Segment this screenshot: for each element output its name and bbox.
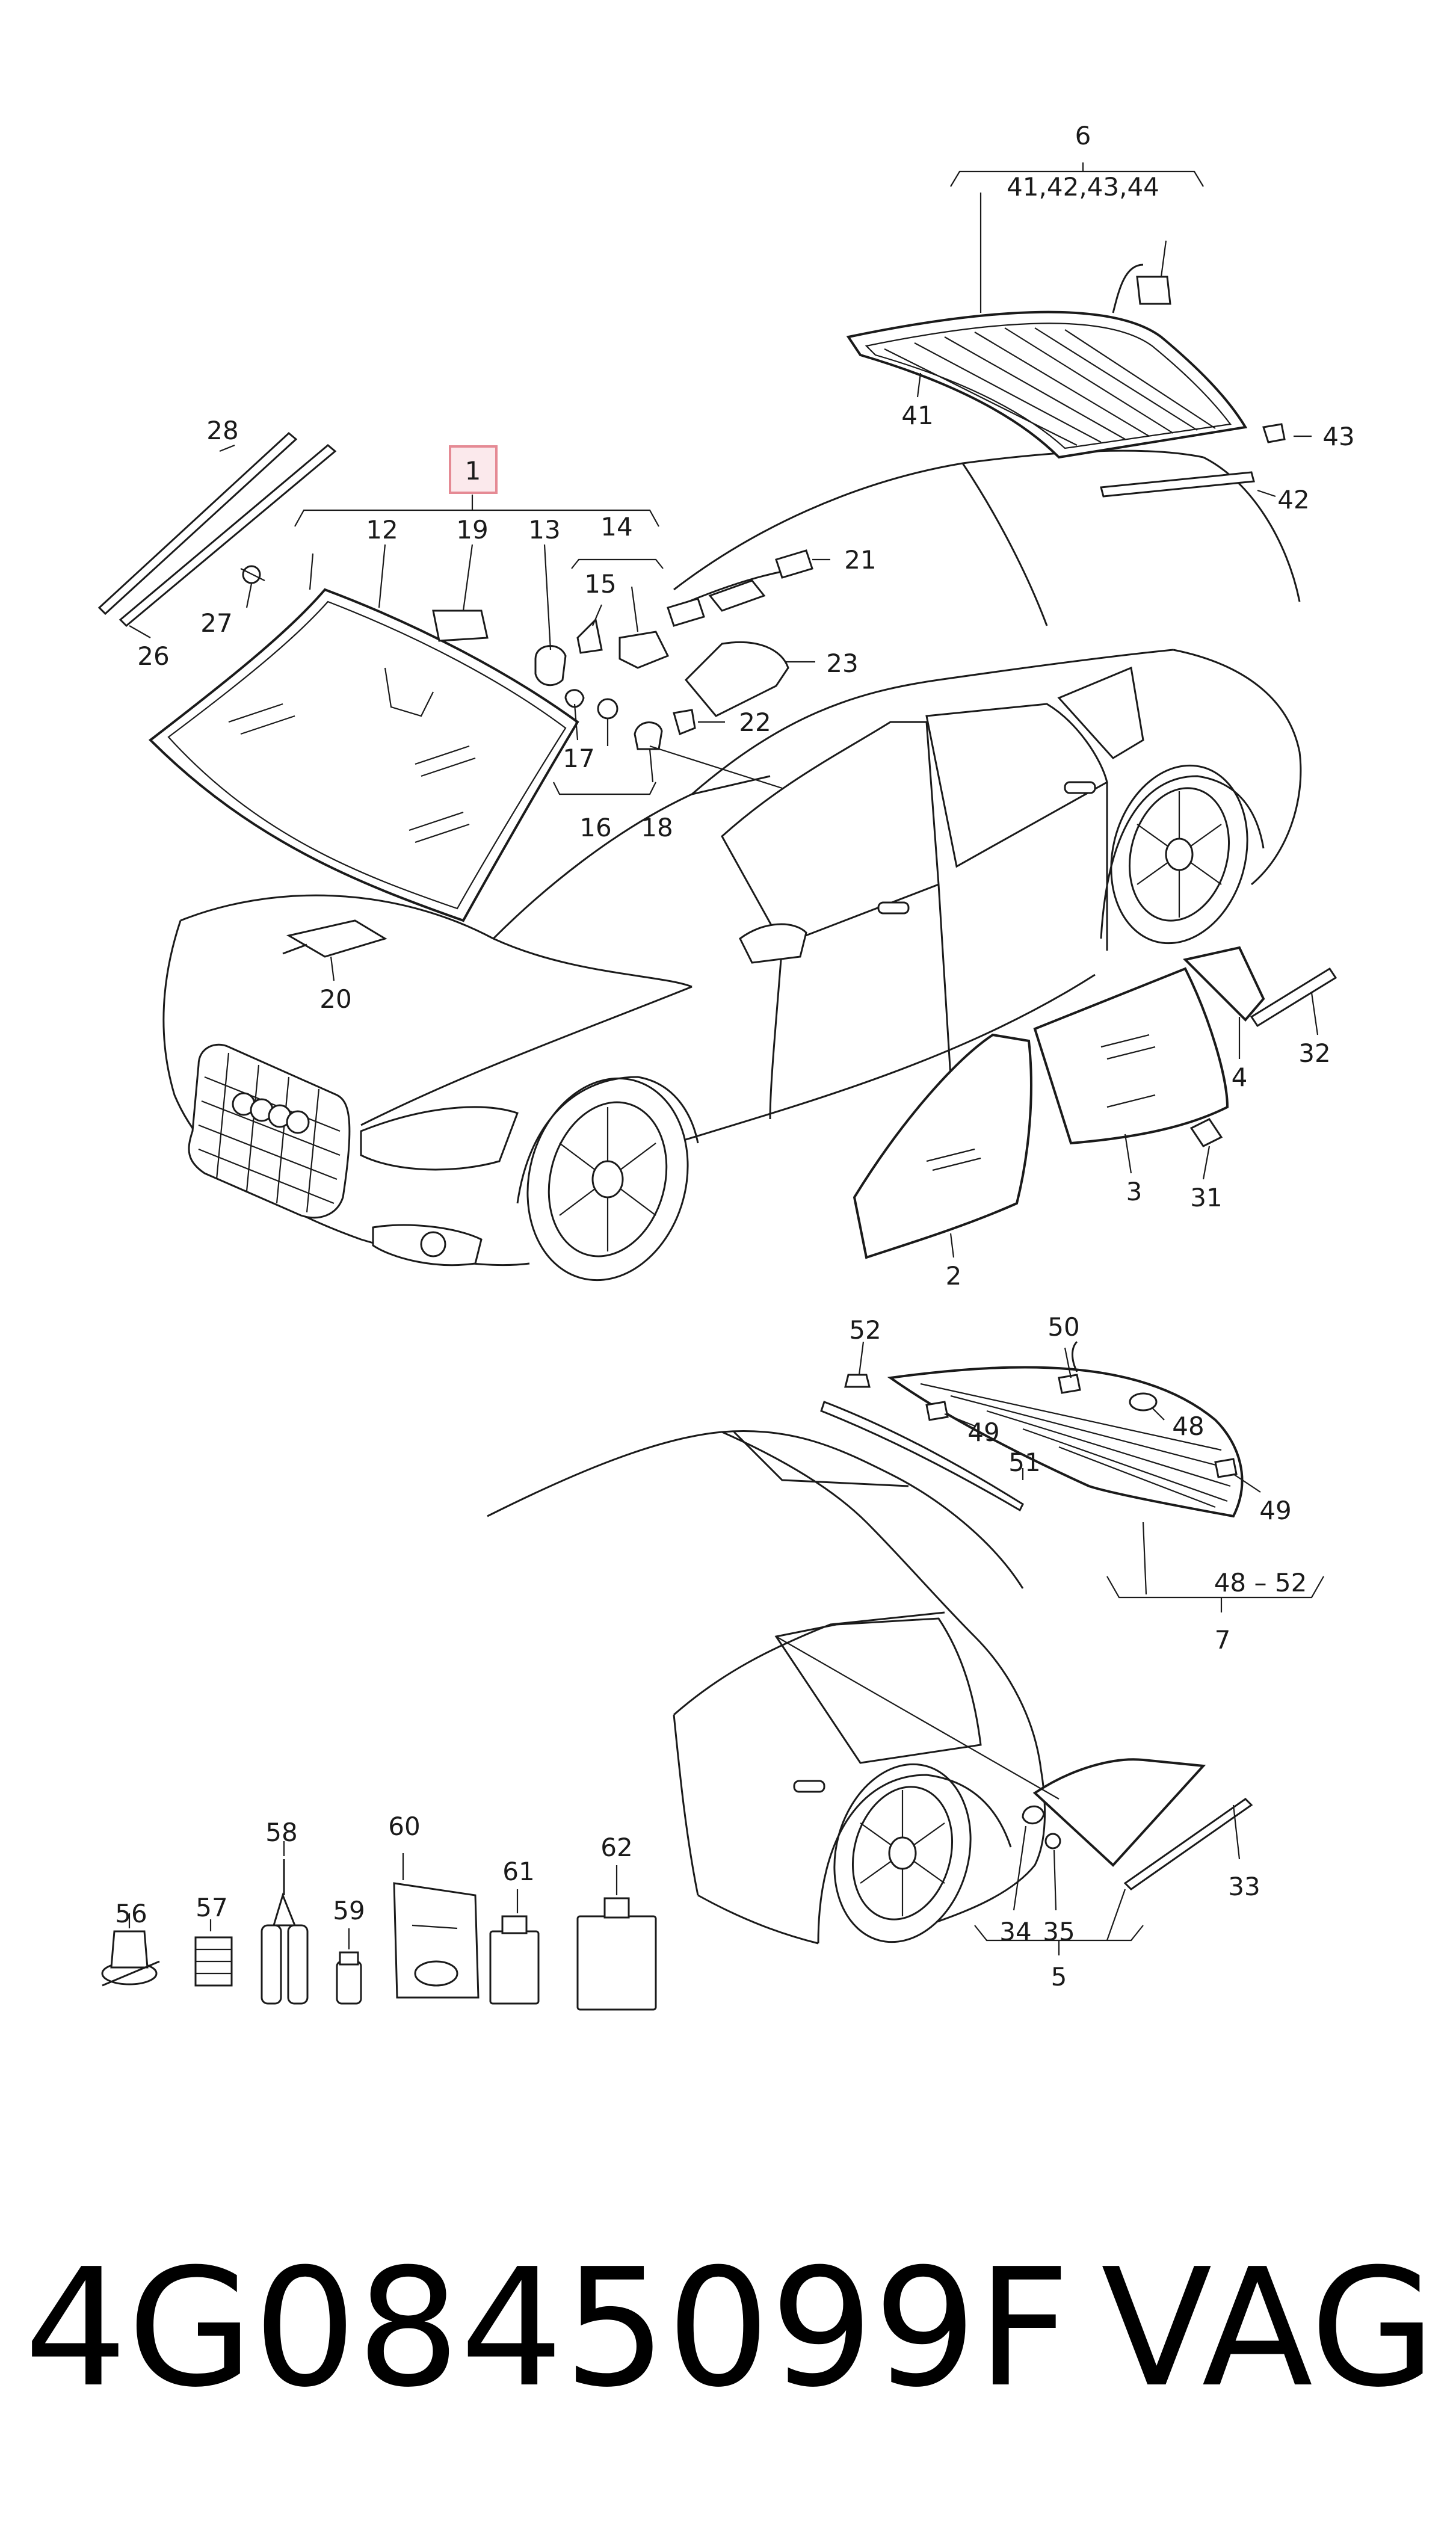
callout-41: 41 xyxy=(901,401,933,430)
callout-34: 34 xyxy=(999,1917,1031,1946)
callout-48: 48 xyxy=(1172,1412,1204,1441)
callout-59: 59 xyxy=(333,1896,365,1925)
windshield-part xyxy=(148,588,579,922)
callout-60: 60 xyxy=(388,1812,420,1841)
rear-window-top xyxy=(846,264,1286,498)
callout-16: 16 xyxy=(579,813,611,842)
callout-41-44: 41,42,43,44 xyxy=(1007,172,1159,202)
callout-6: 6 xyxy=(1075,121,1091,150)
callout-48-52: 48 – 52 xyxy=(1214,1568,1307,1597)
callout-51: 51 xyxy=(1008,1448,1040,1477)
callout-26: 26 xyxy=(137,641,169,671)
callout-17: 17 xyxy=(563,744,594,773)
brand-name: VAG xyxy=(1101,2233,1436,2423)
callout-62: 62 xyxy=(600,1833,632,1862)
callout-21: 21 xyxy=(844,545,876,575)
callout-18: 18 xyxy=(641,813,673,842)
callout-15: 15 xyxy=(584,569,616,599)
callout-52: 52 xyxy=(849,1315,881,1345)
callout-33: 33 xyxy=(1228,1872,1260,1901)
callout-13: 13 xyxy=(528,515,560,545)
rear-window xyxy=(820,1341,1244,1518)
rear-quarter-glass xyxy=(1022,1758,1253,1890)
supplies xyxy=(101,1859,657,2011)
pillar-moldings xyxy=(97,432,337,628)
callout-35: 35 xyxy=(1043,1917,1075,1946)
rear-car-body xyxy=(487,1430,1046,1945)
small-parts xyxy=(282,549,813,958)
callout-22: 22 xyxy=(739,708,771,737)
callout-19: 19 xyxy=(456,515,488,545)
callout-2: 2 xyxy=(946,1261,962,1291)
callout-57: 57 xyxy=(196,1893,227,1922)
callout-20: 20 xyxy=(319,984,351,1014)
callout-labels: 6 41,42,43,44 41 43 42 28 1 12 19 13 14 … xyxy=(115,121,1354,1992)
callout-12: 12 xyxy=(366,515,398,545)
callout-56: 56 xyxy=(115,1899,147,1928)
callout-4: 4 xyxy=(1232,1063,1248,1092)
callout-23: 23 xyxy=(826,649,858,678)
callout-50: 50 xyxy=(1047,1312,1079,1342)
callout-32: 32 xyxy=(1298,1038,1330,1068)
callout-28: 28 xyxy=(206,416,238,445)
callout-1: 1 xyxy=(465,456,481,486)
callout-5: 5 xyxy=(1051,1962,1067,1992)
callout-61: 61 xyxy=(502,1857,534,1886)
callout-3: 3 xyxy=(1126,1177,1143,1206)
callout-58: 58 xyxy=(265,1818,297,1847)
highlight-box xyxy=(449,445,498,494)
callout-31: 31 xyxy=(1190,1183,1222,1212)
leader-lines xyxy=(128,162,1324,1955)
callout-14: 14 xyxy=(600,512,632,542)
callout-42: 42 xyxy=(1277,485,1309,514)
callout-7: 7 xyxy=(1215,1625,1231,1655)
callout-43: 43 xyxy=(1322,422,1354,451)
door-glasses xyxy=(853,946,1337,1259)
callout-49-b: 49 xyxy=(1259,1496,1291,1525)
callout-49: 49 xyxy=(967,1418,999,1447)
front-car-body xyxy=(162,449,1302,1282)
callout-27: 27 xyxy=(200,608,232,638)
part-number: 4G0845099F xyxy=(24,2233,1070,2423)
